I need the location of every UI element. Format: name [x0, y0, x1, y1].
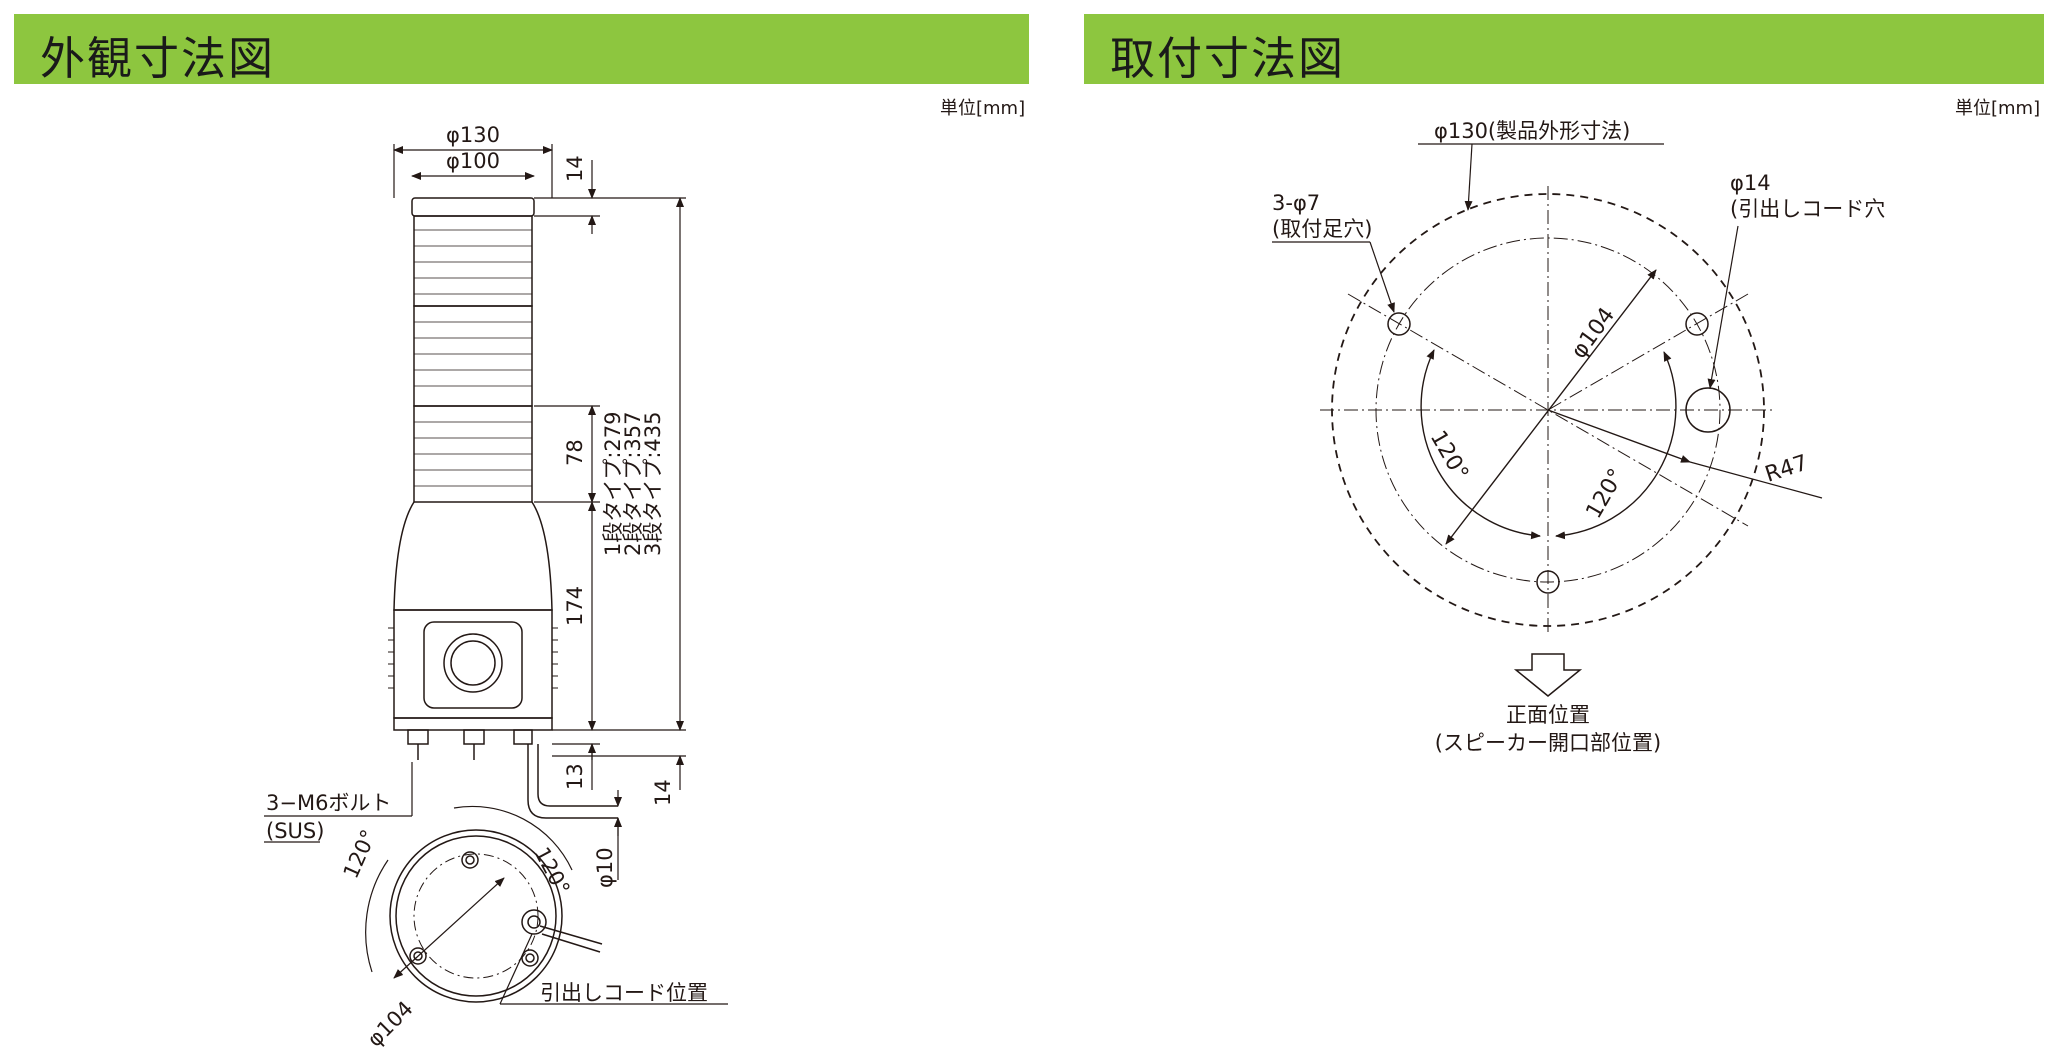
mount-hole-name: (取付足穴) [1272, 217, 1372, 241]
bolt-label: 3−M6ボルト [266, 791, 391, 815]
radius-r47: R47 [1762, 451, 1811, 488]
right-panel-header: 取付寸法図 [1084, 14, 2044, 85]
right-unit-label: 単位[mm] [1955, 98, 2041, 119]
dim-phi100: φ100 [446, 149, 500, 173]
bottom-angle-b: 120° [530, 843, 575, 899]
dim-13: 13 [563, 763, 587, 790]
mount-hole-size: 3-φ7 [1272, 191, 1320, 215]
left-panel-header: 外観寸法図 [14, 14, 1029, 85]
dim-phi10: φ10 [593, 847, 617, 888]
mount-angle-a: 120° [1425, 427, 1473, 485]
front-position: 正面位置 [1506, 703, 1590, 727]
bottom-angle-a: 120° [339, 826, 382, 882]
bottom-view-drawing [365, 805, 728, 1005]
mounting-drawing [1272, 143, 1823, 697]
bottom-phi104: φ104 [363, 996, 418, 1051]
dim-14-bottom: 14 [651, 779, 675, 806]
type-2-tier: 2段タイプ:357 [621, 411, 645, 556]
dim-14-top: 14 [563, 155, 587, 182]
left-panel-title: 外観寸法図 [40, 32, 276, 85]
left-unit-label: 単位[mm] [940, 98, 1026, 119]
cord-hole-name: (引出しコード穴 [1730, 197, 1885, 221]
bolt-material: (SUS) [266, 819, 324, 843]
cord-hole-size: φ14 [1730, 171, 1771, 195]
signal-tower-drawing [388, 197, 618, 819]
dim-78: 78 [563, 439, 587, 466]
cord-position-label: 引出しコード位置 [540, 981, 708, 1005]
front-position-note: (スピーカー開口部位置) [1435, 731, 1661, 755]
dim-phi130-left: φ130 [446, 123, 500, 147]
right-panel-title: 取付寸法図 [1110, 32, 1346, 85]
type-3-tier: 3段タイプ:435 [641, 411, 665, 556]
dim-174: 174 [563, 586, 587, 626]
mount-angle-b: 120° [1582, 465, 1630, 523]
type-1-tier: 1段タイプ:279 [601, 411, 625, 556]
mount-phi104: φ104 [1567, 303, 1620, 363]
outline-phi130: φ130(製品外形寸法) [1434, 119, 1630, 143]
